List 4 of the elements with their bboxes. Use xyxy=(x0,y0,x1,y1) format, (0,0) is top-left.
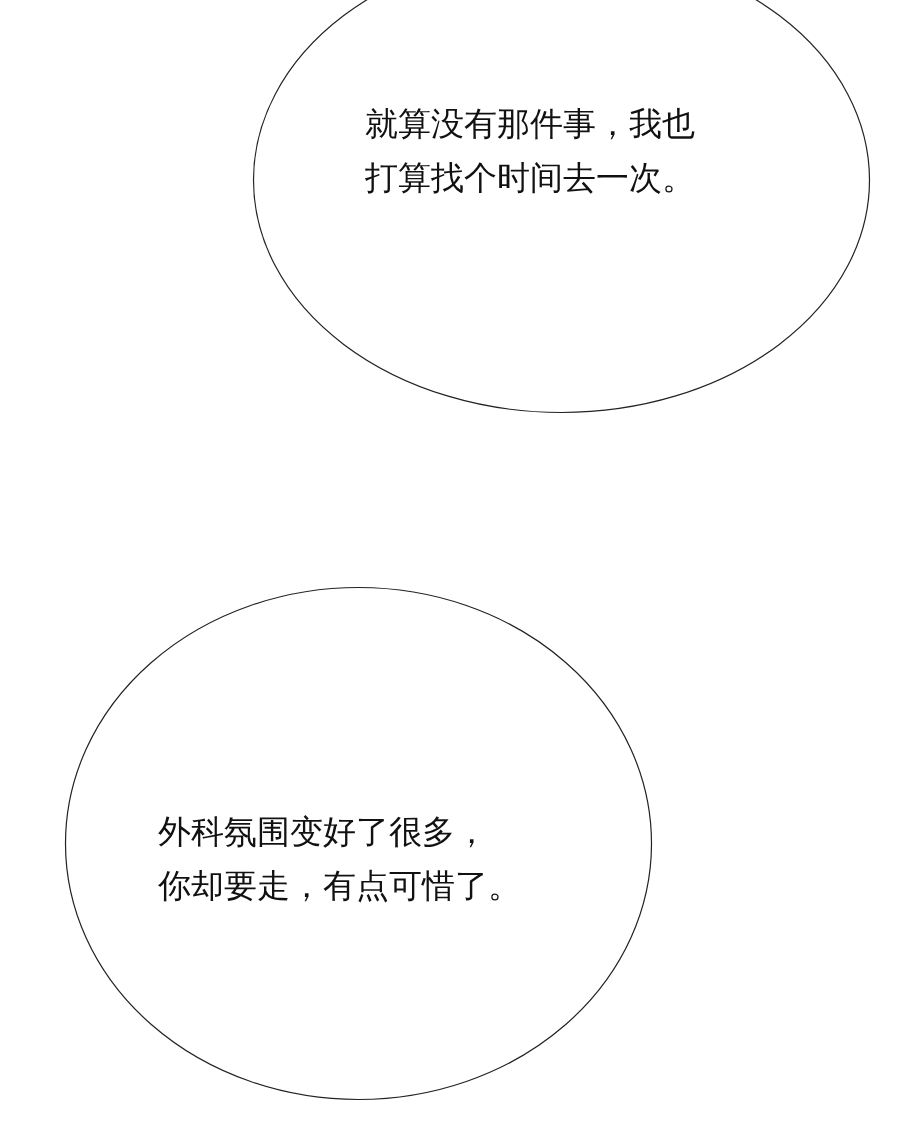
dialogue-text: 就算没有那件事，我也打算找个时间去一次。 xyxy=(365,103,696,199)
speech-bubble xyxy=(253,0,870,413)
speech-bubble xyxy=(65,587,652,1100)
dialogue-text: 外科氛围变好了很多，你却要走，有点可惜了。 xyxy=(158,811,522,907)
